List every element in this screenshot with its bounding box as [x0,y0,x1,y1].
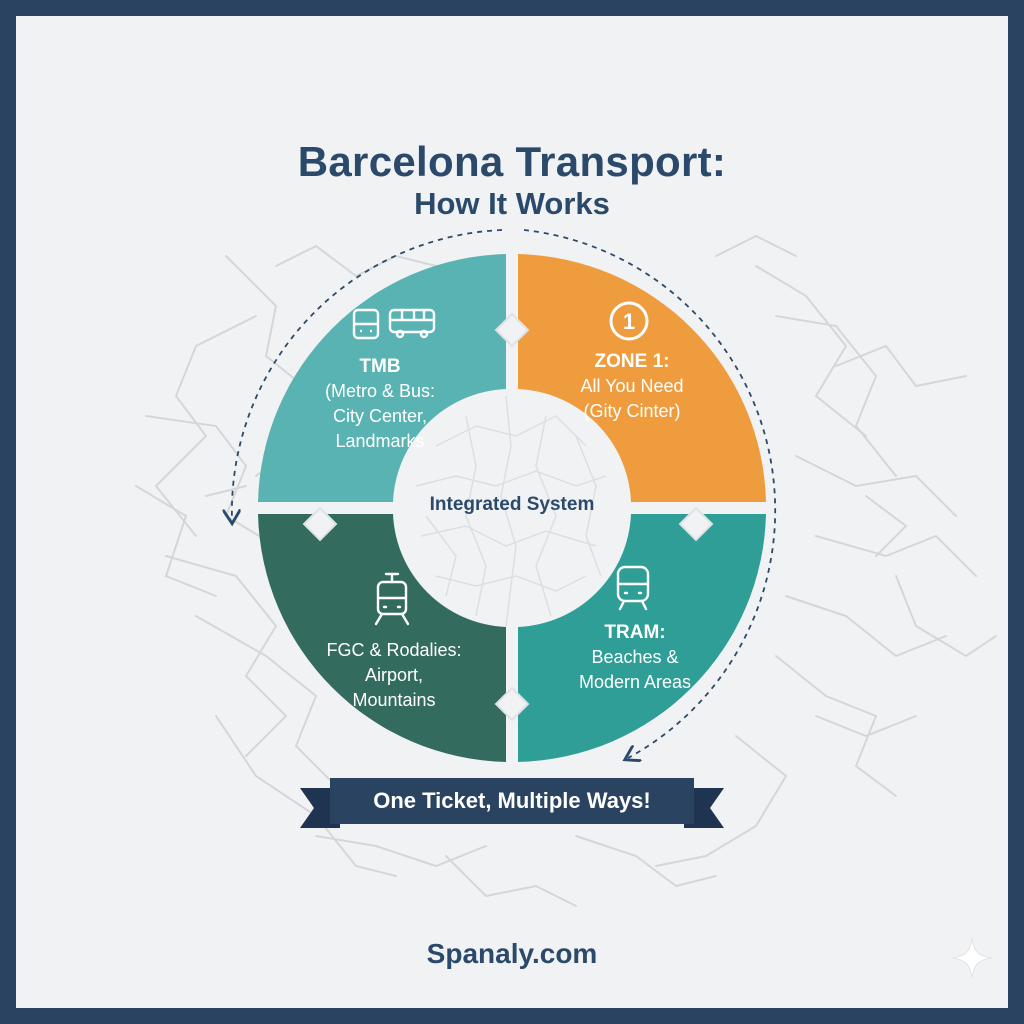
segment-zone1 [518,254,766,502]
zone1-line-1: All You Need [580,376,684,396]
number-one-icon: 1 [609,301,649,341]
connector-diamonds [302,312,714,722]
bus-icon [352,308,436,340]
segment-tmb [258,254,506,502]
infographic-canvas: Barcelona Transport: How It Works [16,16,1008,1008]
fgc-line-2: Mountains [352,690,436,710]
zone1-line-2: (Gity Cinter) [583,401,681,421]
center-map-texture [415,395,607,627]
footer-site: Spanaly.com [426,938,598,969]
ribbon-banner [300,778,724,828]
tram-line-1: Beaches & [591,647,679,667]
tram-heading: TRAM: [604,622,666,643]
cycle-arrow-left [232,229,503,520]
tram-icon [616,565,650,611]
number-one-text: 1 [623,309,635,334]
tmb-line-1: (Metro & Bus: [324,381,436,401]
sparkle-icon [951,937,993,979]
tram-line-2: Modern Areas [578,672,692,692]
tmb-line-3: Landmarks [335,431,425,451]
center-label: Integrated System [429,494,595,515]
page-subtitle: How It Works [414,186,610,221]
cycle-arrow-right [523,229,777,758]
zone1-label: ZONE 1: All You Need (Gity Cinter) [540,349,724,424]
fgc-label: FGC & Rodalies: Airport, Mountains [296,638,492,713]
transport-wheel [16,229,777,1008]
fgc-line-1: Airport, [364,665,424,685]
tram-label: TRAM: Beaches & Modern Areas [550,620,720,695]
tmb-heading: TMB [359,356,401,377]
train-icon [374,572,410,626]
segment-fgc [258,514,506,762]
fgc-heading: FGC & Rodalies: [326,640,462,660]
segment-tram [518,514,766,762]
tmb-label: TMB (Metro & Bus: City Center, Landmarks [280,354,480,454]
page-title: Barcelona Transport: [297,138,727,185]
zone1-heading: ZONE 1: [594,351,670,372]
tmb-line-2: City Center, [332,406,428,426]
banner-text: One Ticket, Multiple Ways! [373,788,651,813]
